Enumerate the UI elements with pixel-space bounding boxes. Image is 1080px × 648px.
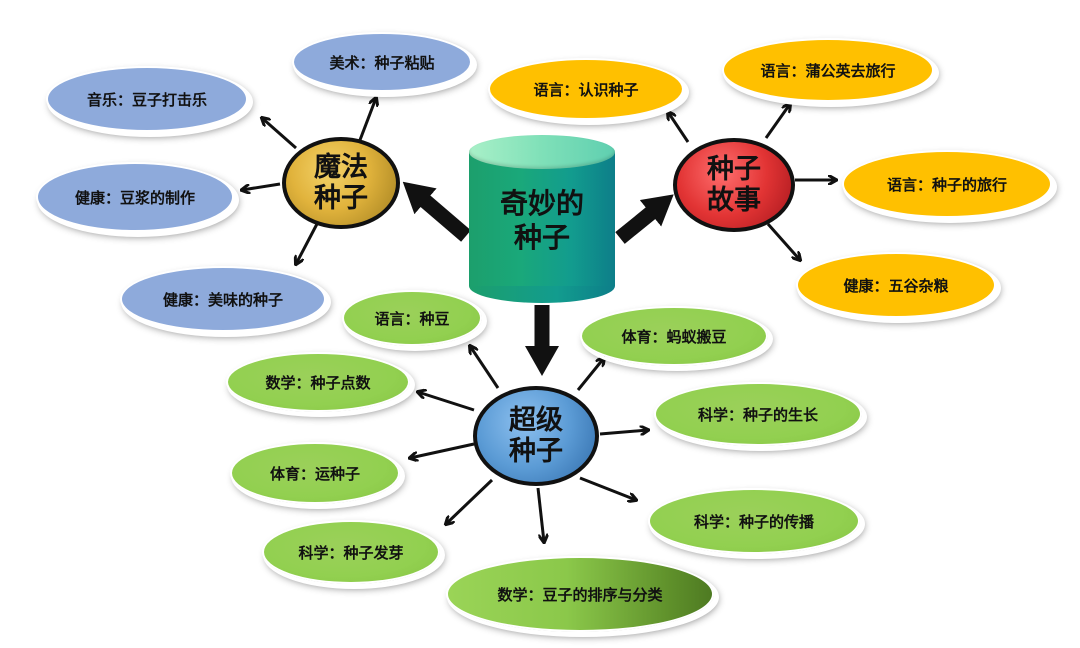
leaf-label: 音乐：豆子打击乐 bbox=[86, 90, 207, 109]
hub-magic-seed: 魔法 种子 bbox=[282, 137, 400, 229]
leaf-label: 语言：认识种子 bbox=[533, 80, 639, 99]
leaf-label: 语言：种子的旅行 bbox=[886, 175, 1007, 194]
center-to-magic-arrow bbox=[402, 181, 471, 242]
leaf-label: 数学：种子点数 bbox=[265, 373, 371, 392]
leaf-super-sort: 数学：豆子的排序与分类 bbox=[446, 556, 714, 632]
leaf-super-grow: 科学：种子的生长 bbox=[654, 382, 862, 446]
leaf-story-know: 语言：认识种子 bbox=[488, 58, 684, 120]
hub-story-line2: 故事 bbox=[707, 185, 761, 216]
leaf-label: 体育：运种子 bbox=[269, 464, 360, 483]
leaf-magic-music: 音乐：豆子打击乐 bbox=[46, 66, 248, 132]
super-arrow-carry bbox=[410, 442, 475, 458]
leaf-label: 科学：种子的传播 bbox=[693, 512, 814, 531]
hub-super-line2: 种子 bbox=[509, 436, 563, 467]
leaf-label: 体育：蚂蚁搬豆 bbox=[621, 327, 727, 346]
leaf-magic-tasty: 健康：美味的种子 bbox=[120, 266, 326, 332]
leaf-label: 美术：种子粘贴 bbox=[329, 53, 435, 72]
leaf-label: 健康：五谷杂粮 bbox=[843, 276, 949, 295]
hub-magic-line1: 魔法 bbox=[314, 152, 368, 183]
story-arrow-grains bbox=[766, 223, 800, 260]
super-arrow-ants bbox=[576, 358, 604, 391]
hub-super-seed: 超级 种子 bbox=[473, 386, 599, 486]
leaf-magic-soymilk: 健康：豆浆的制作 bbox=[36, 162, 234, 232]
leaf-story-grains: 健康：五谷杂粮 bbox=[796, 252, 996, 318]
leaf-label: 健康：美味的种子 bbox=[162, 290, 283, 309]
super-arrow-sort bbox=[536, 487, 544, 542]
story-arrow-dandelion bbox=[764, 104, 790, 139]
hub-seed-story: 种子 故事 bbox=[673, 138, 795, 232]
magic-arrow-tasty bbox=[296, 221, 320, 264]
leaf-label: 语言：种豆 bbox=[374, 309, 450, 328]
super-arrow-count bbox=[418, 392, 475, 412]
leaf-super-count: 数学：种子点数 bbox=[226, 352, 410, 412]
leaf-label: 健康：豆浆的制作 bbox=[74, 188, 195, 207]
leaf-story-travel: 语言：种子的旅行 bbox=[842, 150, 1052, 218]
leaf-super-carry: 体育：运种子 bbox=[230, 442, 400, 504]
magic-arrow-soymilk bbox=[242, 182, 281, 190]
leaf-label: 数学：豆子的排序与分类 bbox=[497, 585, 663, 604]
hub-story-line1: 种子 bbox=[707, 154, 761, 185]
center-to-story-arrow bbox=[615, 194, 674, 244]
center-topic: 奇妙的 种子 bbox=[469, 135, 615, 303]
leaf-super-plant: 语言：种豆 bbox=[342, 290, 482, 346]
hub-magic-line2: 种子 bbox=[314, 183, 368, 214]
leaf-super-ants: 体育：蚂蚁搬豆 bbox=[580, 306, 768, 366]
super-arrow-sprout bbox=[446, 478, 494, 524]
story-arrow-know bbox=[668, 112, 690, 143]
super-arrow-plant bbox=[470, 346, 500, 389]
magic-arrow-art bbox=[358, 98, 376, 141]
center-label-line2: 种子 bbox=[513, 221, 570, 254]
leaf-super-spread: 科学：种子的传播 bbox=[648, 488, 860, 554]
leaf-label: 语言：蒲公英去旅行 bbox=[760, 61, 896, 80]
magic-arrow-music bbox=[262, 118, 297, 150]
leaf-label: 科学：种子发芽 bbox=[298, 543, 404, 562]
leaf-story-dandelion: 语言：蒲公英去旅行 bbox=[722, 38, 934, 102]
leaf-super-sprout: 科学：种子发芽 bbox=[262, 520, 440, 584]
leaf-label: 科学：种子的生长 bbox=[697, 405, 818, 424]
hub-super-line1: 超级 bbox=[509, 405, 563, 436]
super-arrow-grow bbox=[599, 430, 648, 434]
super-arrow-spread bbox=[579, 476, 636, 500]
center-label-line1: 奇妙的 bbox=[499, 187, 584, 220]
leaf-magic-art: 美术：种子粘贴 bbox=[292, 32, 472, 92]
